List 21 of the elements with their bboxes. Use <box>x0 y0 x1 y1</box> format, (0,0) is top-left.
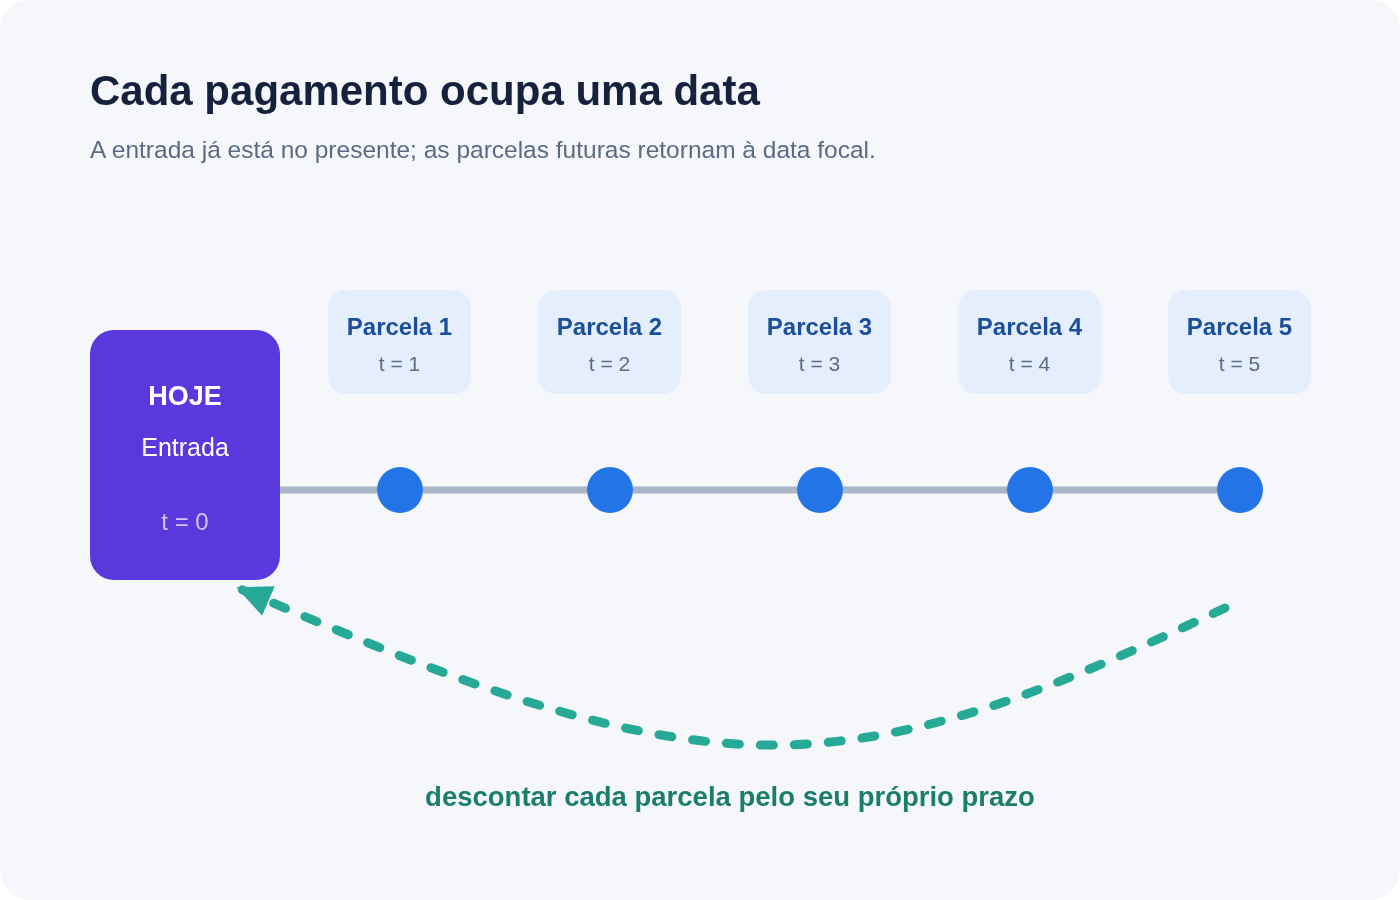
installment-title: Parcela 4 <box>976 313 1083 342</box>
timeline-line <box>633 486 797 494</box>
installment-title: Parcela 5 <box>1186 313 1293 342</box>
subtitle: A entrada já está no presente; as parcelas futuras retornam à data focal. <box>90 135 876 165</box>
timeline-line <box>843 486 1007 494</box>
time-label: t = 2 <box>588 351 631 377</box>
present-date-box <box>90 330 280 580</box>
installment-title: Parcela 2 <box>556 313 663 342</box>
timeline-line <box>423 486 587 494</box>
payment-label: Entrada <box>141 432 229 462</box>
time-label: t = 5 <box>1218 351 1261 377</box>
time-label: t = 4 <box>1008 351 1051 377</box>
time-label: t = 0 <box>161 508 209 537</box>
installment-title: Parcela 3 <box>766 313 873 342</box>
timeline-line <box>1053 486 1217 494</box>
time-label: t = 1 <box>378 351 421 377</box>
diagram-title: Cada pagamento ocupa uma data <box>90 66 760 116</box>
timeline-line <box>280 486 377 494</box>
date-heading: HOJE <box>148 380 222 413</box>
installment-title: Parcela 1 <box>346 313 453 342</box>
time-label: t = 3 <box>798 351 841 377</box>
